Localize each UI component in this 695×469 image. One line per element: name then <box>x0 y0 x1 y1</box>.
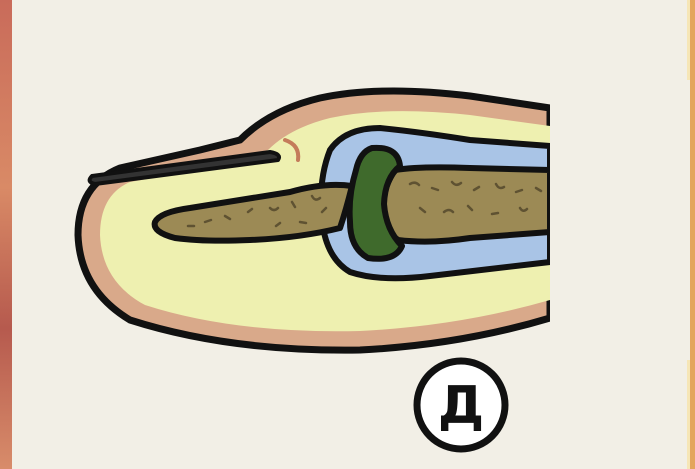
cut-edge <box>550 80 690 360</box>
figure-label: Д <box>438 376 484 436</box>
figure-label-badge: Д <box>417 361 505 449</box>
middle-phalanx <box>382 167 550 241</box>
